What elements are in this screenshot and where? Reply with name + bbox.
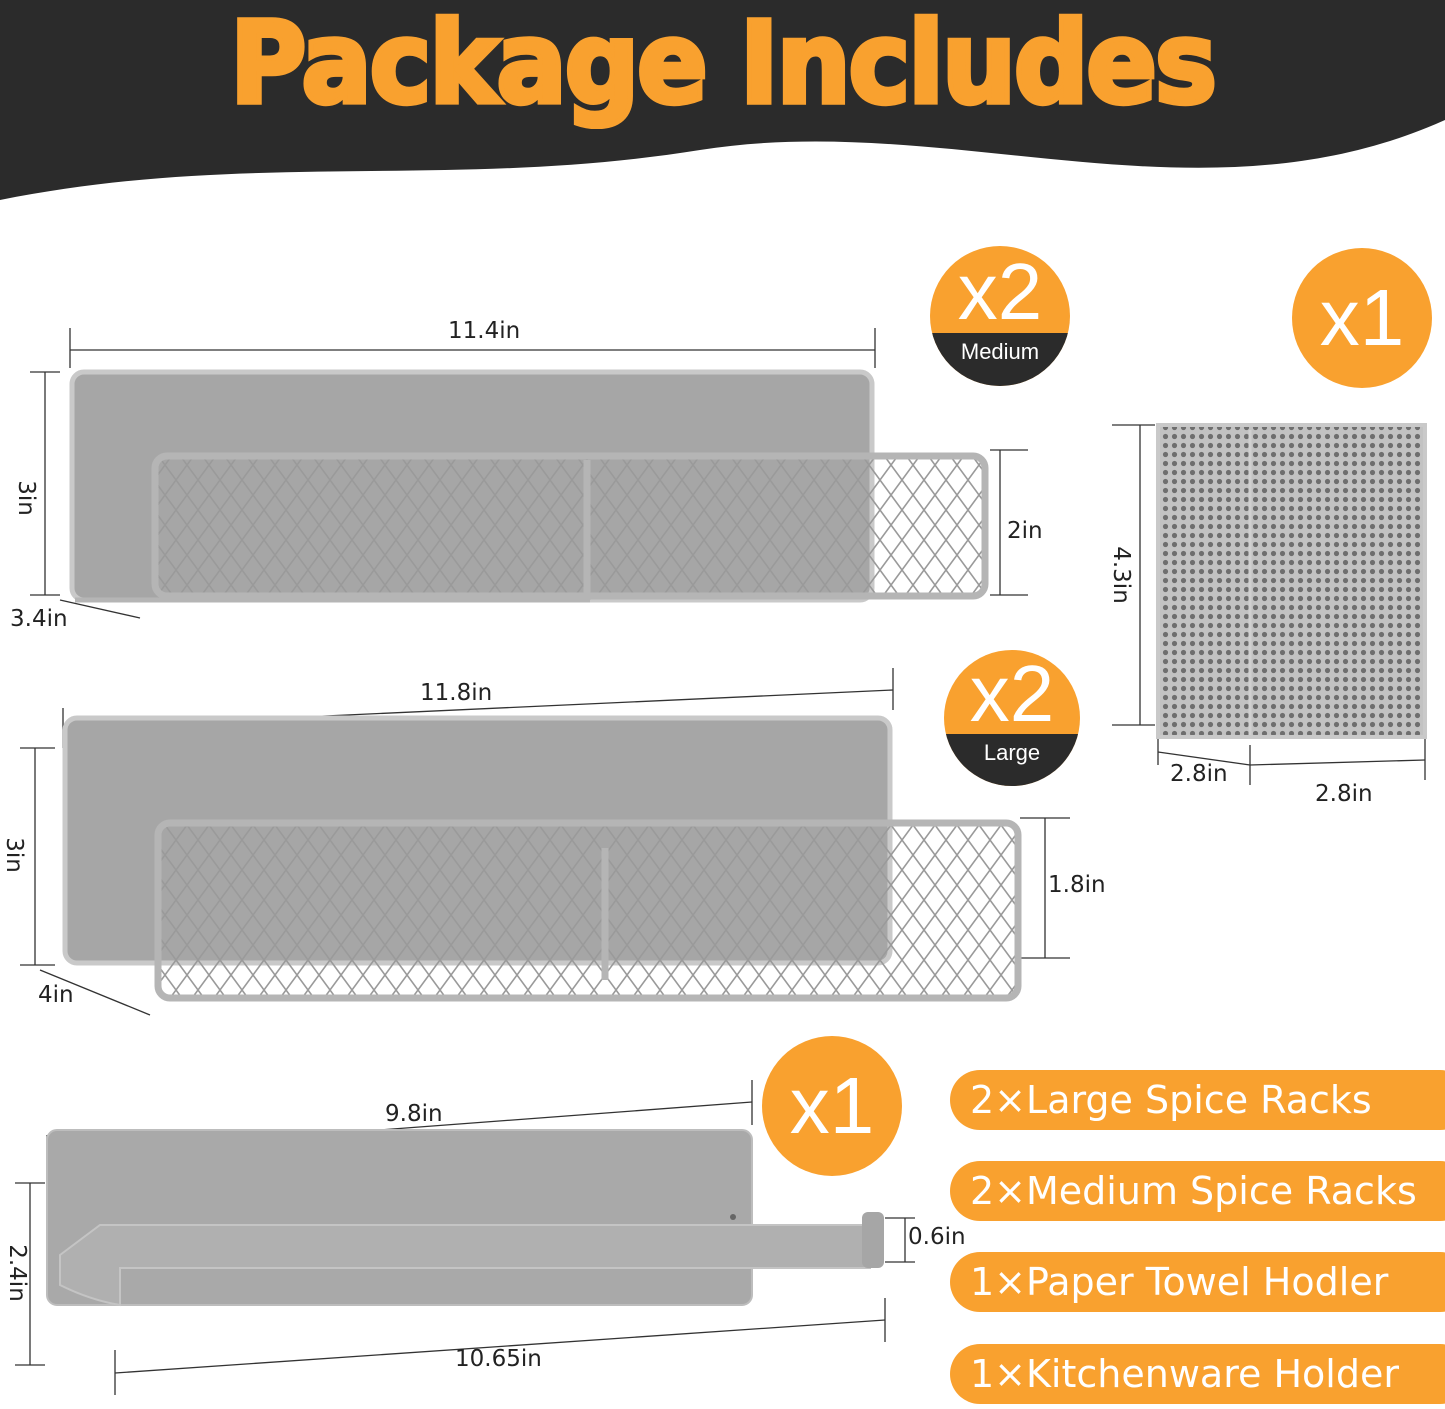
page-title: Package Includes [228, 0, 1220, 132]
large-height-label: 3in [0, 837, 27, 873]
medium-front-height-label: 2in [1007, 518, 1043, 544]
kitchenware-height-label: 4.3in [1107, 546, 1134, 604]
badge-size: Medium [930, 332, 1070, 386]
towel-bar-length-label: 9.8in [385, 1101, 443, 1127]
kitchenware-holder [1156, 423, 1427, 739]
towel-length-label: 10.65in [455, 1346, 542, 1372]
medium-width-label: 11.4in [448, 318, 521, 344]
badge-qty: x1 [1319, 273, 1405, 362]
header-banner [0, 0, 1445, 200]
large-front-height-label: 1.8in [1048, 872, 1106, 898]
kitchenware-quantity-badge: x1 [1292, 248, 1432, 388]
large-quantity-badge: x2 Large [944, 650, 1080, 786]
towel-quantity-badge: x1 [762, 1036, 902, 1176]
contents-item: 1×Kitchenware Holder [950, 1344, 1445, 1404]
large-width-label: 11.8in [420, 680, 493, 706]
badge-size: Large [944, 734, 1080, 786]
contents-item: 2×Medium Spice Racks [950, 1161, 1445, 1221]
kitchenware-width-label: 2.8in [1170, 761, 1228, 787]
dimension-lines [15, 328, 1426, 1395]
medium-height-label: 3in [12, 480, 39, 516]
large-spice-rack [62, 715, 1022, 1002]
kitchenware-depth-label: 2.8in [1315, 781, 1373, 807]
paper-towel-holder [46, 1129, 884, 1307]
badge-qty: x2 [957, 247, 1043, 336]
medium-quantity-badge: x2 Medium [930, 246, 1070, 386]
contents-item: 1×Paper Towel Hodler [950, 1252, 1445, 1312]
badge-qty: x2 [969, 650, 1055, 738]
towel-bar-height-label: 0.6in [908, 1224, 966, 1250]
contents-item: 2×Large Spice Racks [950, 1070, 1445, 1130]
large-depth-label: 4in [38, 982, 74, 1008]
medium-spice-rack [69, 369, 989, 603]
medium-depth-label: 3.4in [10, 606, 68, 632]
towel-height-label: 2.4in [3, 1244, 30, 1302]
badge-qty: x1 [789, 1061, 875, 1150]
